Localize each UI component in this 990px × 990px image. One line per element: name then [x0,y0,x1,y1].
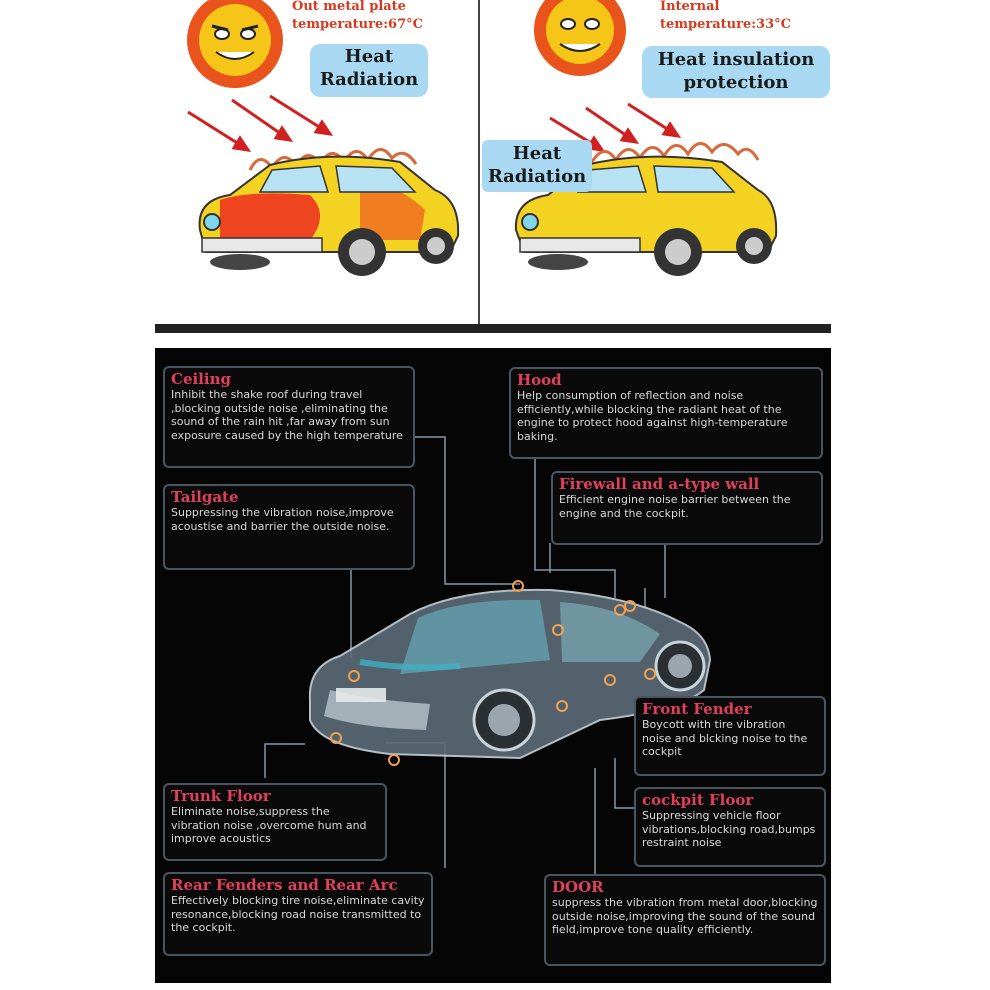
left-panel-illustration [187,0,460,276]
bubble-left-line2: Radiation [319,69,419,90]
bubble-right-line2: Radiation [487,166,587,187]
outer-temp-line1: Out metal plate [292,0,406,14]
callout-ceiling: Ceiling Inhibit the shake roof during tr… [163,366,415,468]
callout-hood: Hood Help consumption of reflection and … [509,367,823,459]
callout-text: Effectively blocking tire noise,eliminat… [171,894,425,934]
callout-text: Efficient engine noise barrier between t… [559,493,791,520]
section-divider [155,324,831,333]
callout-title: cockpit Floor [642,791,754,809]
angry-sun-icon [187,0,283,88]
callout-title: Hood [517,371,562,389]
callout-title: Firewall and a-type wall [559,475,760,493]
callout-title: Rear Fenders and Rear Arc [171,876,398,894]
callout-title: Ceiling [171,370,231,388]
heat-insulation-bubble: Heat insulation protection [642,46,830,98]
callout-text: Suppressing vehicle floor vibrations,blo… [642,809,816,849]
bubble-right-line1: Heat [512,143,562,164]
insulation-line1: Heat insulation [657,49,815,70]
hotspot-markers [330,580,656,766]
callout-door: DOOR suppress the vibration from metal d… [544,874,826,966]
callout-front-fender: Front Fender Boycott with tire vibration… [634,696,826,776]
insulation-line2: protection [683,72,789,93]
callout-trunk-floor: Trunk Floor Eliminate noise,suppress the… [163,783,387,861]
callout-firewall: Firewall and a-type wall Efficient engin… [551,471,823,545]
heat-radiation-bubble-left: Heat Radiation [310,44,428,97]
callout-rear-fenders: Rear Fenders and Rear Arc Effectively bl… [163,872,433,956]
callout-text: suppress the vibration from metal door,b… [552,896,818,936]
hot-car-illustration [198,155,460,276]
callout-title: Front Fender [642,700,752,718]
callout-title: Trunk Floor [171,787,271,805]
heat-radiation-bubble-right: Heat Radiation [482,140,592,192]
internal-temperature-label: Internal temperature:33°C [660,0,830,34]
callout-text: Boycott with tire vibration noise and bl… [642,718,808,758]
callout-text: Eliminate noise,suppress the vibration n… [171,805,367,845]
outer-temp-line2: temperature:67°C [292,17,423,32]
bubble-left-line1: Heat [344,46,394,67]
internal-temp-line2: temperature:33°C [660,17,791,32]
callout-text: Suppressing the vibration noise,improve … [171,506,394,533]
internal-temp-line1: Internal [660,0,720,14]
callout-text: Help consumption of reflection and noise… [517,389,788,443]
angry-sun-icon [534,0,626,76]
callout-text: Inhibit the shake roof during travel ,bl… [171,388,403,442]
panel-divider-vertical [478,0,480,326]
outer-temperature-label: Out metal plate temperature:67°C [292,0,472,34]
car-xray-illustration [308,580,712,766]
callout-title: DOOR [552,878,604,896]
heat-arrows [187,94,334,152]
callout-tailgate: Tailgate Suppressing the vibration noise… [163,484,415,570]
callout-cockpit-floor: cockpit Floor Suppressing vehicle floor … [634,787,826,867]
callout-title: Tailgate [171,488,239,506]
